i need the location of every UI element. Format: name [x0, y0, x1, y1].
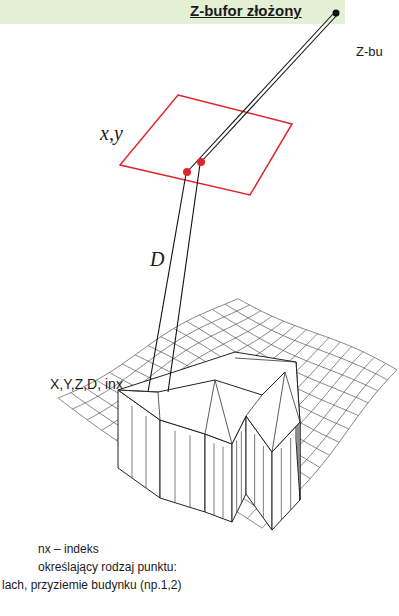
roof-edge: [235, 358, 296, 362]
projection-rays: [148, 14, 338, 392]
wall-face: [205, 434, 232, 522]
wall-line: [290, 438, 291, 510]
pixel-dot: [197, 158, 205, 166]
roof: [118, 352, 300, 452]
wall-face: [160, 420, 205, 512]
label: Z-bu: [356, 44, 383, 59]
roof-edge: [118, 390, 158, 392]
roof-edge: [205, 380, 215, 434]
wall-line: [241, 431, 242, 503]
title-band: [0, 0, 345, 24]
wall-line: [281, 448, 282, 520]
roof-edge: [158, 392, 160, 420]
wall-line: [223, 447, 224, 519]
roof-edge: [215, 380, 232, 444]
wall-line: [132, 406, 133, 478]
viewpoint-dot: [333, 10, 340, 17]
wall-line: [190, 435, 191, 507]
roof-edge: [272, 372, 285, 452]
roof-edge: [285, 372, 300, 422]
screen-plane: [120, 95, 292, 195]
title: Z-bufor złożony: [190, 2, 302, 19]
wall-line: [175, 431, 176, 503]
label: określający rodzaj punktu:: [38, 560, 177, 574]
label: lach, przyziemie budynku (np.1,2): [2, 578, 181, 592]
label: X,Y,Z,D, inx: [50, 376, 123, 392]
terrain-mesh: [58, 299, 397, 529]
wall-line: [236, 441, 237, 513]
wall-line: [254, 434, 255, 506]
roof-edge: [246, 395, 262, 416]
building-model: [118, 352, 300, 530]
label: x,y: [100, 122, 123, 145]
label: D: [150, 248, 164, 271]
roof-ridge: [118, 372, 285, 395]
wall-line: [263, 446, 264, 518]
label: nx – indeks: [38, 542, 99, 556]
pixel-dot: [183, 168, 191, 176]
wall-line: [214, 443, 215, 515]
wall-line: [146, 416, 147, 488]
